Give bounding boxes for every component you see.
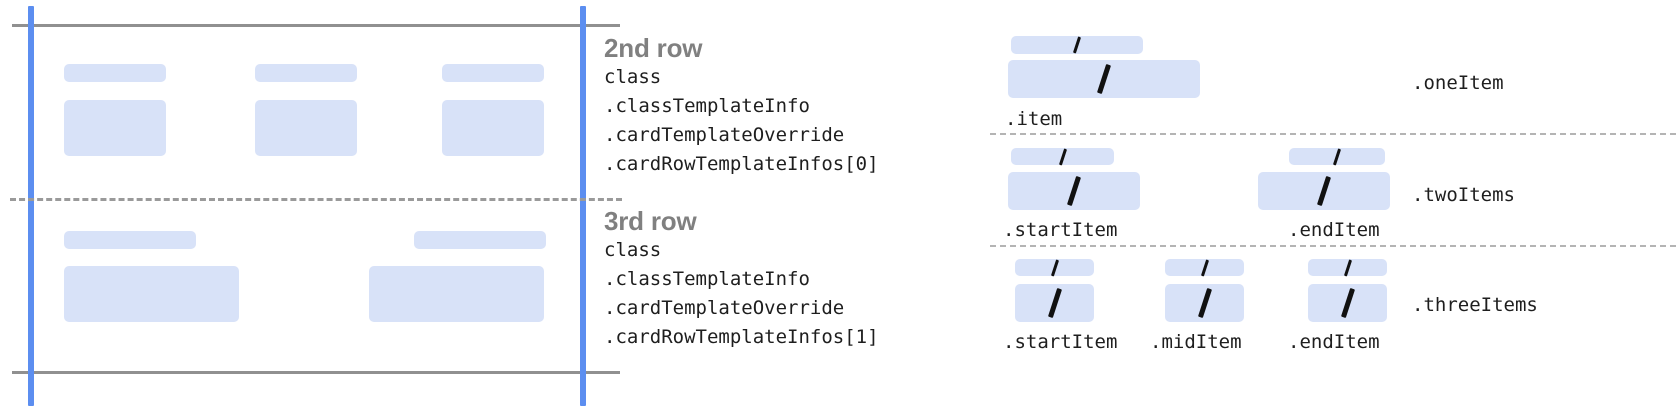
- annotation-code-line: .classTemplateInfo: [604, 95, 810, 117]
- placeholder-body: [64, 100, 166, 156]
- variant-label: .oneItem: [1412, 72, 1504, 94]
- placeholder-body: [255, 100, 357, 156]
- variant-separator-dotted: [990, 245, 1676, 247]
- placeholder-bar: [64, 64, 166, 82]
- annotation-title: 2nd row: [604, 33, 703, 63]
- placeholder-bar: [64, 231, 196, 249]
- slash-icon: [1340, 287, 1355, 319]
- top-guide-line: [12, 24, 620, 27]
- annotation-second-row: 2nd row class .classTemplateInfo .cardTe…: [604, 33, 879, 179]
- slash-icon: [1197, 287, 1212, 319]
- left-vertical-guide: [28, 6, 34, 406]
- placeholder-body: [64, 266, 239, 322]
- variant-two-items: .startItem .endItem .twoItems: [1003, 147, 1515, 241]
- item-label: .startItem: [1003, 219, 1118, 241]
- annotation-code-line: class: [604, 66, 662, 88]
- annotation-code-line: class: [604, 239, 662, 261]
- annotation-code-line: .cardTemplateOverride: [604, 297, 845, 319]
- placeholder-body: [1015, 284, 1094, 322]
- bottom-guide-line: [12, 371, 620, 374]
- placeholder-bar: [1308, 258, 1387, 277]
- item-label: .item: [1005, 108, 1063, 130]
- annotation-code-line: .cardTemplateOverride: [604, 124, 845, 146]
- right-vertical-guide: [580, 6, 586, 406]
- placeholder-bar: [1165, 258, 1244, 277]
- placeholder-bar: [1011, 36, 1143, 54]
- annotation-code-line: .classTemplateInfo: [604, 268, 810, 290]
- placeholder-body: [369, 266, 544, 322]
- annotation-third-row: 3rd row class .classTemplateInfo .cardTe…: [604, 206, 879, 352]
- variant-label: .threeItems: [1412, 294, 1538, 316]
- second-row-preview: [0, 0, 600, 190]
- slash-icon: [1047, 287, 1062, 319]
- variant-one-item: .item .oneItem: [0, 0, 1676, 135]
- placeholder-bar: [255, 64, 357, 82]
- item-label: .midItem: [1150, 331, 1242, 353]
- annotation-code-line: .cardRowTemplateInfos[1]: [604, 326, 879, 348]
- slash-icon: [1200, 258, 1209, 277]
- variant-label: .twoItems: [1412, 184, 1515, 206]
- placeholder-bar: [1289, 147, 1385, 166]
- placeholder-body: [1165, 284, 1244, 322]
- placeholder-bar: [1015, 258, 1094, 277]
- third-row-preview: [0, 0, 600, 412]
- placeholder-body: [1008, 60, 1200, 98]
- placeholder-body: [1258, 172, 1390, 210]
- placeholder-bar: [442, 64, 544, 82]
- placeholder-bar: [414, 231, 546, 249]
- item-label: .endItem: [1288, 219, 1380, 241]
- row-separator-dashed: [10, 198, 622, 201]
- annotation-code-line: .cardRowTemplateInfos[0]: [604, 153, 879, 175]
- item-label: .startItem: [1003, 331, 1118, 353]
- item-label: .endItem: [1288, 331, 1380, 353]
- placeholder-bar: [1011, 147, 1114, 166]
- placeholder-body: [1308, 284, 1387, 322]
- annotation-title: 3rd row: [604, 206, 697, 236]
- placeholder-body: [442, 100, 544, 156]
- variant-separator-dotted: [990, 133, 1676, 135]
- placeholder-body: [1008, 172, 1140, 210]
- slash-icon: [1343, 258, 1352, 277]
- slash-icon: [1050, 258, 1059, 277]
